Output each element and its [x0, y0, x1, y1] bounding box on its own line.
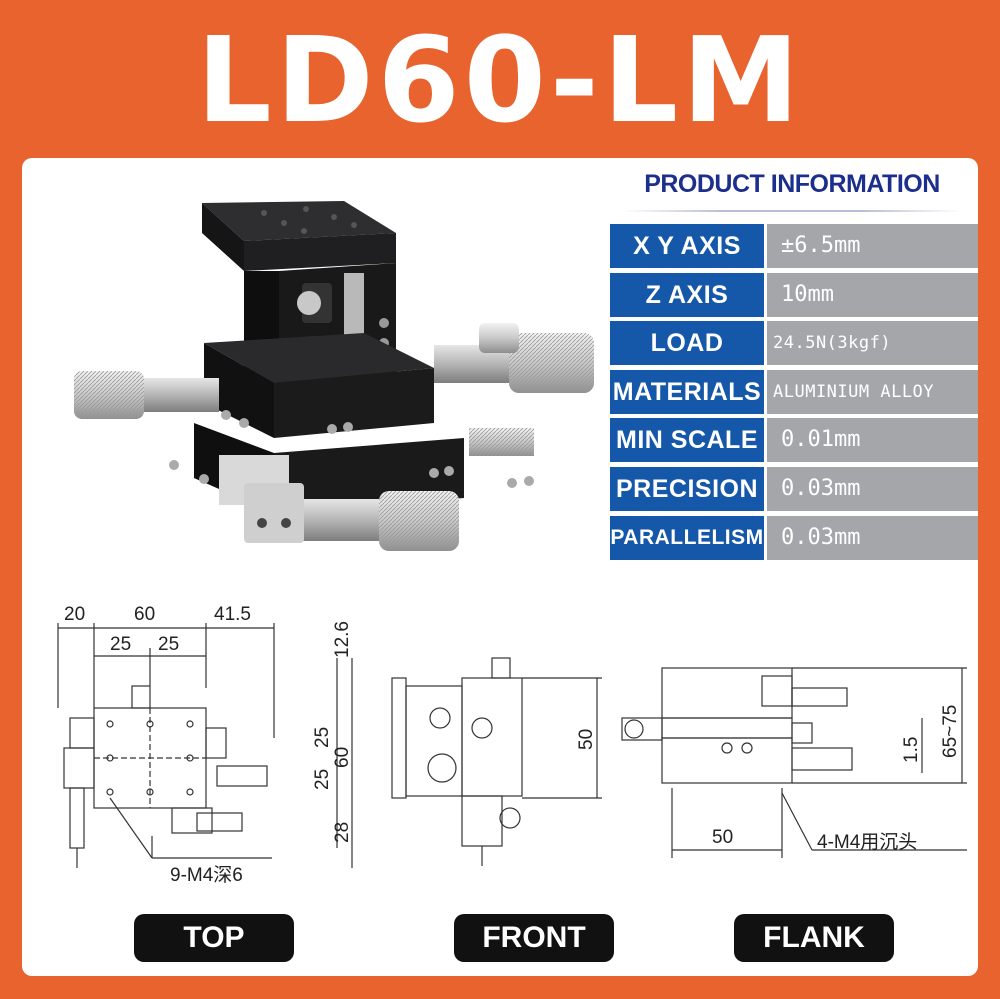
- spec-table: X Y AXIS ±6.5mm Z AXIS 10mm LOAD 24.5N(3…: [610, 224, 978, 564]
- spec-value: ±6.5mm: [767, 224, 978, 268]
- product-photo: [74, 201, 594, 551]
- dim-25b: 25: [158, 634, 179, 655]
- spec-label: MIN SCALE: [610, 418, 764, 463]
- spec-row-load: LOAD 24.5N(3kgf): [610, 321, 978, 366]
- front-dim-50: 50: [576, 729, 597, 750]
- view-label-top: TOP: [134, 914, 294, 962]
- spec-row-materials: MATERIALS ALUMINIUM ALLOY: [610, 369, 978, 414]
- view-label-flank: FLANK: [734, 914, 894, 962]
- content-panel: PRODUCT INFORMATION X Y AXIS ±6.5mm Z AX…: [22, 158, 978, 976]
- spec-label: MATERIALS: [610, 369, 764, 414]
- dim-25d: 25: [312, 769, 333, 790]
- product-title: LD60-LM: [196, 11, 804, 149]
- dim-60: 60: [134, 604, 155, 625]
- spec-label: PARALLELISM: [610, 515, 764, 560]
- dim-25a: 25: [110, 634, 131, 655]
- flank-dim-65-75: 65~75: [940, 705, 961, 758]
- spec-value: 24.5N(3kgf): [767, 321, 978, 366]
- dim-20: 20: [64, 604, 85, 625]
- spec-value: 10mm: [767, 272, 978, 317]
- spec-row-z-axis: Z AXIS 10mm: [610, 272, 978, 317]
- spec-label: X Y AXIS: [610, 224, 764, 268]
- dim-28: 28: [332, 822, 353, 843]
- spec-row-xy-axis: X Y AXIS ±6.5mm: [610, 224, 978, 268]
- heading-underline: [622, 210, 962, 212]
- flank-dim-50: 50: [712, 827, 733, 848]
- top-view-drawing: [57, 623, 353, 868]
- dim-12-6: 12.6: [332, 621, 353, 658]
- spec-row-parallelism: PARALLELISM 0.03mm: [610, 515, 978, 560]
- spec-value: 0.03mm: [767, 466, 978, 511]
- spec-row-min-scale: MIN SCALE 0.01mm: [610, 418, 978, 463]
- spec-label: LOAD: [610, 321, 764, 366]
- view-label-front: FRONT: [454, 914, 614, 962]
- spec-label: PRECISION: [610, 466, 764, 511]
- dim-41-5: 41.5: [214, 604, 251, 625]
- product-information-heading: PRODUCT INFORMATION: [644, 170, 940, 198]
- technical-drawings: 20 60 41.5 25 25 12.6 25 25 60 28 9-M4深6…: [57, 604, 967, 886]
- dim-25c: 25: [312, 727, 333, 748]
- flank-view-drawing: [621, 667, 967, 858]
- spec-label: Z AXIS: [610, 272, 764, 317]
- spec-row-precision: PRECISION 0.03mm: [610, 466, 978, 511]
- spec-value: 0.03mm: [767, 515, 978, 560]
- flank-note: 4-M4用沉头: [817, 831, 917, 853]
- front-view-drawing: [391, 657, 602, 866]
- spec-value: ALUMINIUM ALLOY: [767, 369, 978, 414]
- top-note: 9-M4深6: [170, 864, 243, 886]
- dim-60-vertical: 60: [332, 747, 353, 768]
- flank-dim-1-5: 1.5: [901, 737, 922, 763]
- spec-value: 0.01mm: [767, 418, 978, 463]
